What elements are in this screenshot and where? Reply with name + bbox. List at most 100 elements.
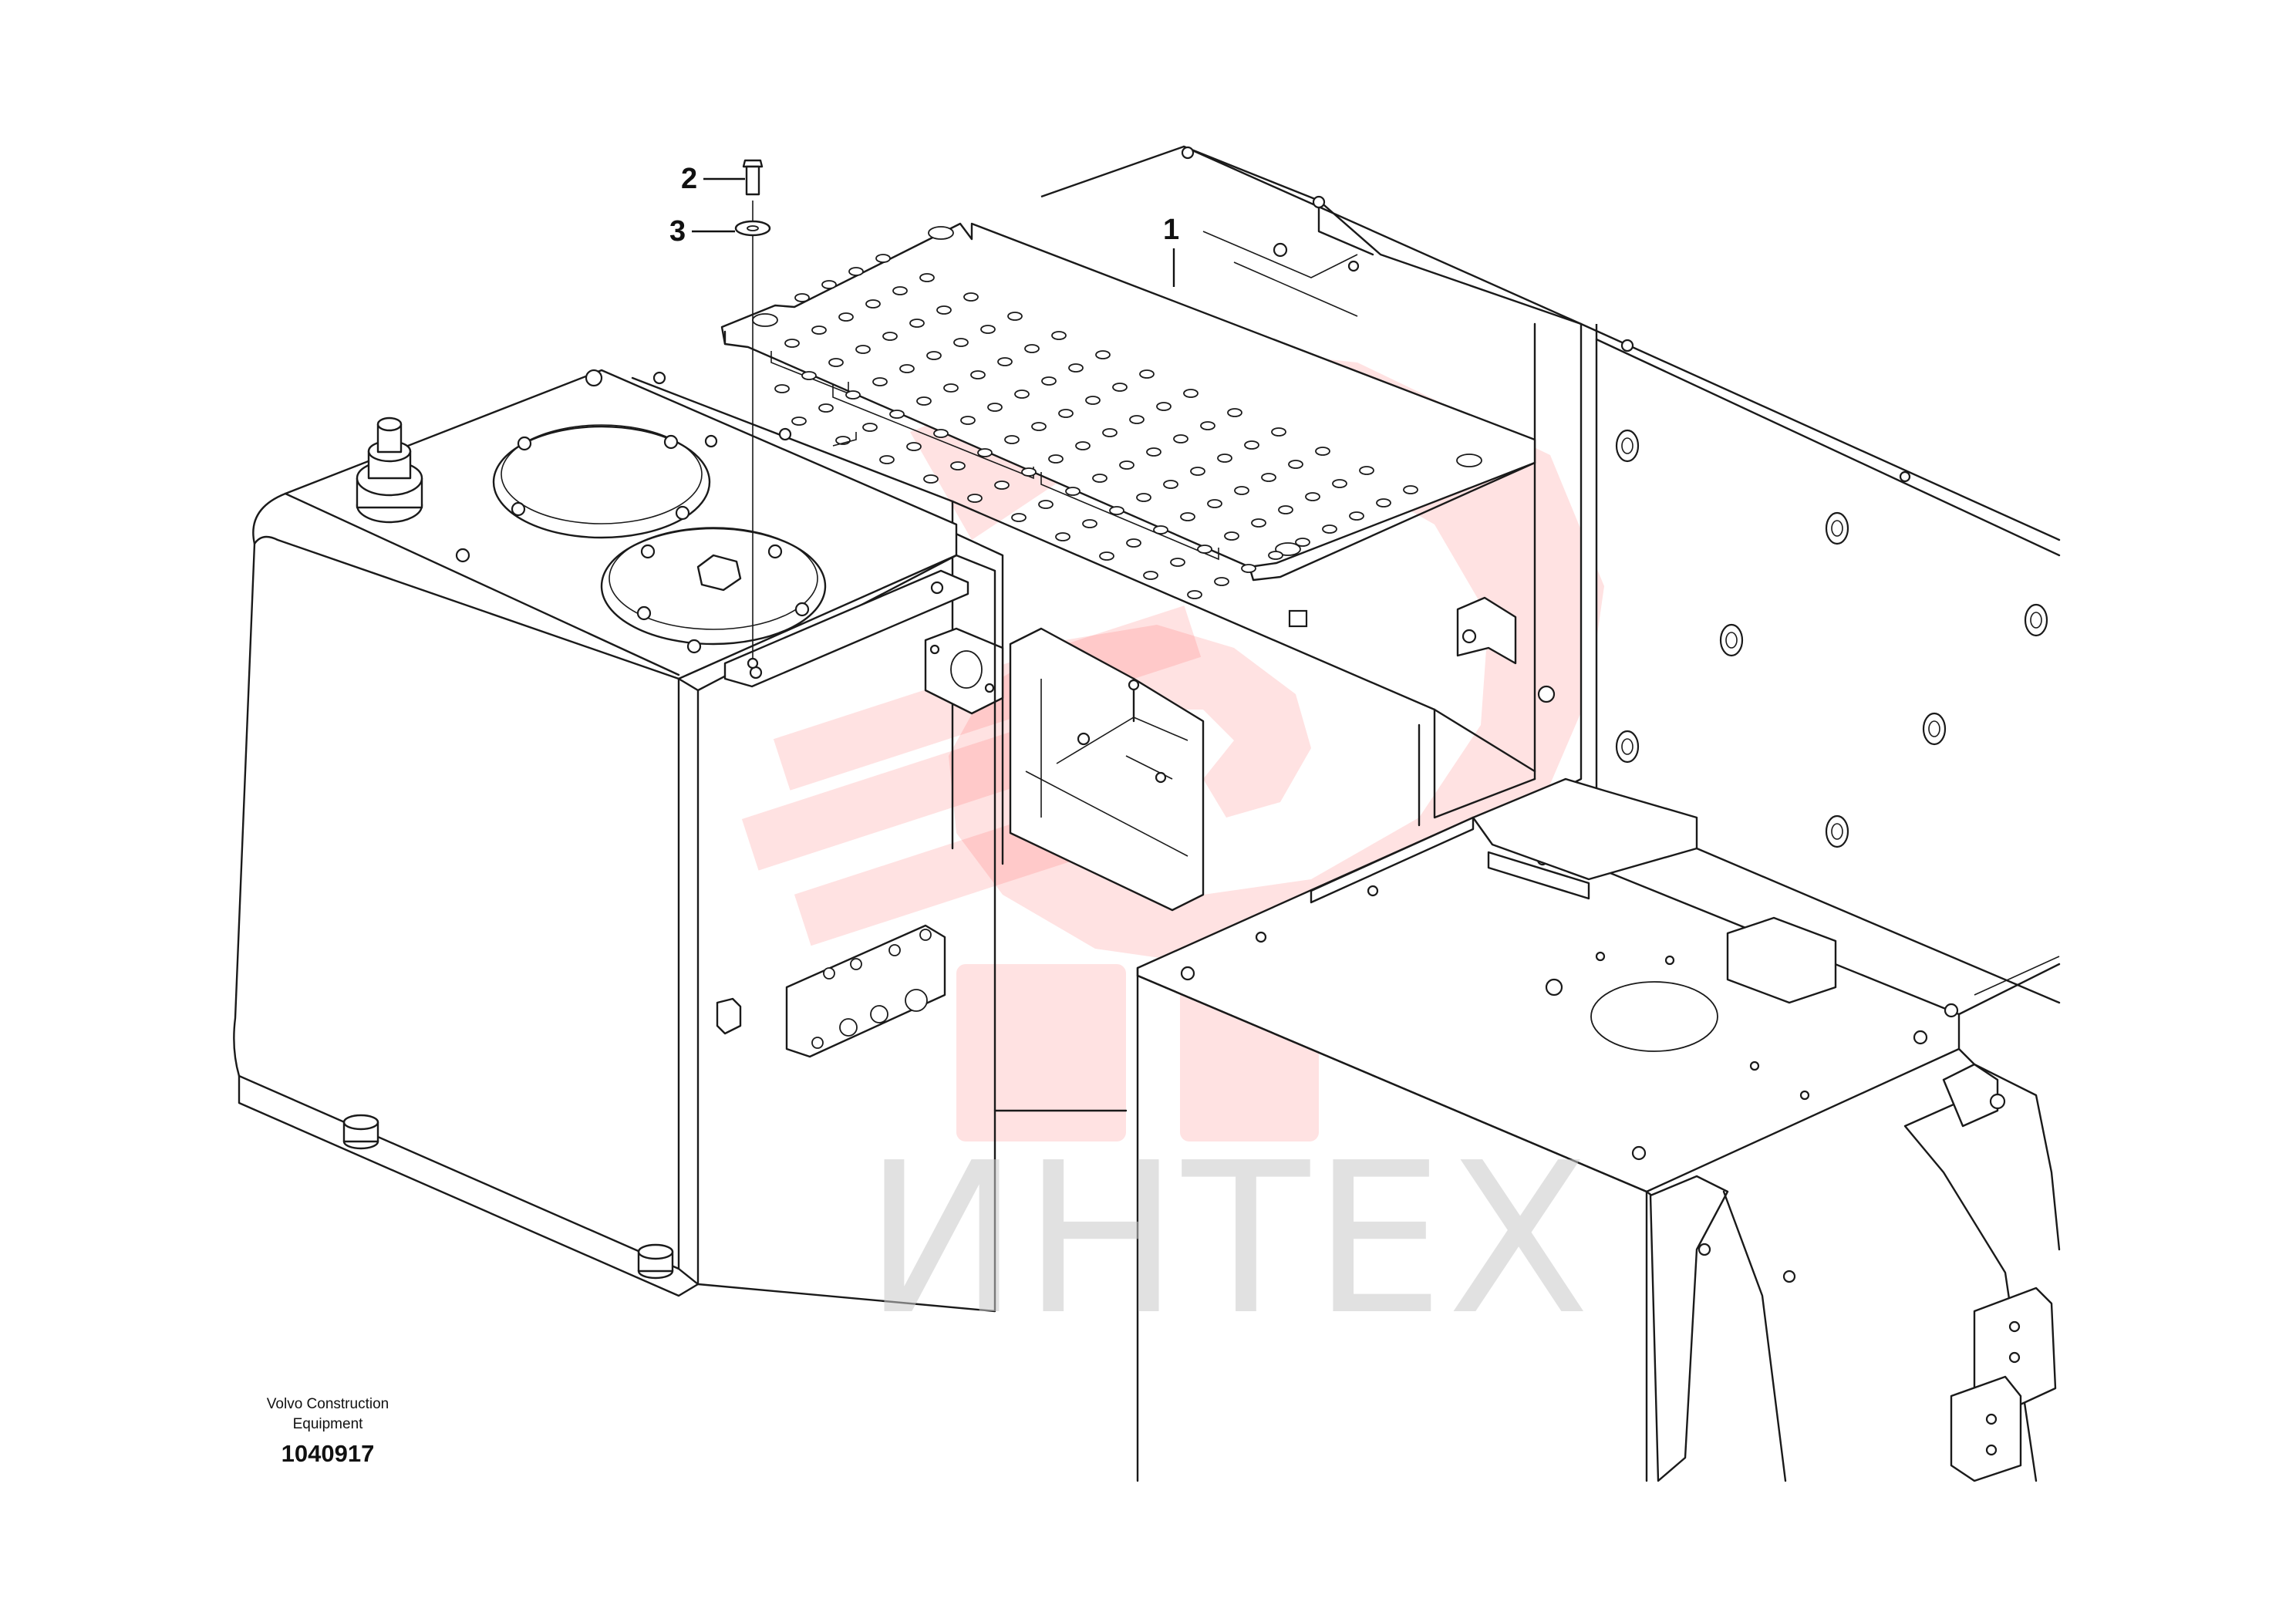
svg-text:3: 3	[669, 215, 686, 248]
perforation-hole	[963, 292, 979, 302]
perforation-hole	[1214, 577, 1229, 586]
perforation-hole	[1119, 460, 1135, 470]
perforation-hole	[933, 429, 949, 438]
exploded-fasteners	[734, 159, 771, 669]
perforation-hole	[1376, 498, 1391, 508]
perforation-hole	[967, 494, 983, 503]
perforation-hole	[1190, 467, 1205, 476]
perforation-hole	[1200, 421, 1215, 430]
svg-text:2: 2	[681, 163, 697, 195]
perforation-hole	[1322, 524, 1337, 534]
perforation-hole	[997, 357, 1013, 366]
perforation-hole	[1315, 447, 1330, 456]
perforation-hole	[828, 358, 844, 367]
perforation-hole	[1139, 369, 1155, 379]
perforation-hole	[1038, 500, 1054, 509]
perforation-hole	[1170, 558, 1185, 567]
perforation-hole	[1153, 525, 1168, 534]
perforation-hole	[1129, 415, 1145, 424]
perforation-hole	[1268, 551, 1283, 560]
drawing-number: 1040917	[282, 1440, 375, 1467]
perforation-hole	[1241, 564, 1256, 573]
perforation-hole	[1180, 512, 1195, 521]
perforation-hole	[960, 416, 976, 425]
perforation-hole	[1085, 396, 1101, 405]
perforation-hole	[1024, 344, 1040, 353]
perforation-hole	[987, 403, 1003, 412]
perforation-hole	[889, 410, 905, 419]
perforation-hole	[1041, 376, 1057, 386]
perforation-hole	[1288, 460, 1303, 469]
perforation-hole	[1004, 435, 1020, 444]
perforation-hole	[848, 267, 864, 276]
perforation-hole	[1021, 467, 1037, 477]
perforation-hole	[1126, 538, 1141, 548]
perforation-hole	[1244, 440, 1259, 450]
manufacturer-line-2: Equipment	[293, 1416, 364, 1432]
perforation-hole	[980, 325, 996, 334]
perforation-hole	[1065, 487, 1081, 496]
tank-feet	[342, 1114, 674, 1280]
perforation-hole	[1099, 551, 1114, 561]
perforation-hole	[882, 332, 898, 341]
perforation-hole	[845, 390, 861, 400]
perforation-hole	[1332, 479, 1347, 488]
right-upper-panel	[1040, 145, 2061, 848]
perforation-hole	[1359, 466, 1374, 475]
perforation-hole	[916, 396, 932, 406]
perforation-hole	[936, 305, 952, 315]
perforation-hole	[1156, 402, 1172, 411]
watermark-text: ИНТЕХ	[864, 1118, 1593, 1361]
perforation-hole	[1058, 409, 1074, 418]
perforation-hole	[923, 474, 939, 484]
perforation-hole	[1146, 447, 1161, 457]
perforation-hole	[1234, 486, 1249, 495]
callout-1: 1	[1163, 214, 1179, 287]
perforation-hole	[1011, 513, 1027, 522]
perforation-hole	[977, 448, 993, 457]
perforation-hole	[818, 403, 834, 413]
perforation-hole	[801, 371, 817, 380]
perforation-hole	[875, 254, 891, 263]
perforation-hole	[794, 293, 810, 302]
perforation-hole	[1051, 331, 1067, 340]
perforation-hole	[994, 481, 1010, 490]
perforation-hole	[784, 339, 800, 348]
perforation-hole	[1055, 532, 1070, 541]
perforation-hole	[1217, 454, 1232, 463]
perforation-hole	[1227, 408, 1242, 417]
perforation-hole	[909, 319, 925, 328]
perforation-hole	[1082, 519, 1097, 528]
perforation-hole	[1109, 506, 1124, 515]
callout-2: 2	[681, 163, 745, 195]
perforation-hole	[1048, 454, 1064, 464]
perforation-hole	[1102, 428, 1118, 437]
perforation-hole	[1075, 441, 1091, 450]
cover-plate-perforations	[774, 254, 1418, 599]
perforation-hole	[872, 377, 888, 386]
perforation-hole	[892, 286, 908, 295]
perforation-hole	[1251, 518, 1266, 528]
perforation-hole	[1207, 499, 1222, 508]
callout-3: 3	[669, 215, 735, 248]
perforation-hole	[862, 423, 878, 432]
perforation-hole	[1183, 389, 1199, 398]
perforation-hole	[811, 325, 827, 335]
center-frame	[631, 376, 1536, 912]
perforation-hole	[1112, 383, 1128, 392]
perforation-hole	[1068, 363, 1084, 373]
perforation-hole	[1095, 350, 1111, 359]
perforation-hole	[1014, 389, 1030, 399]
lower-right-cabinet	[1136, 777, 2061, 1482]
perforation-hole	[1007, 312, 1023, 321]
perforation-hole	[1295, 538, 1310, 547]
perforation-hole	[1173, 434, 1188, 443]
manufacturer-line-1: Volvo Construction	[267, 1396, 389, 1412]
perforation-hole	[1271, 427, 1286, 437]
perforation-hole	[1031, 422, 1047, 431]
perforation-hole	[838, 312, 854, 322]
perforation-hole	[1163, 480, 1178, 489]
perforation-hole	[899, 364, 915, 373]
